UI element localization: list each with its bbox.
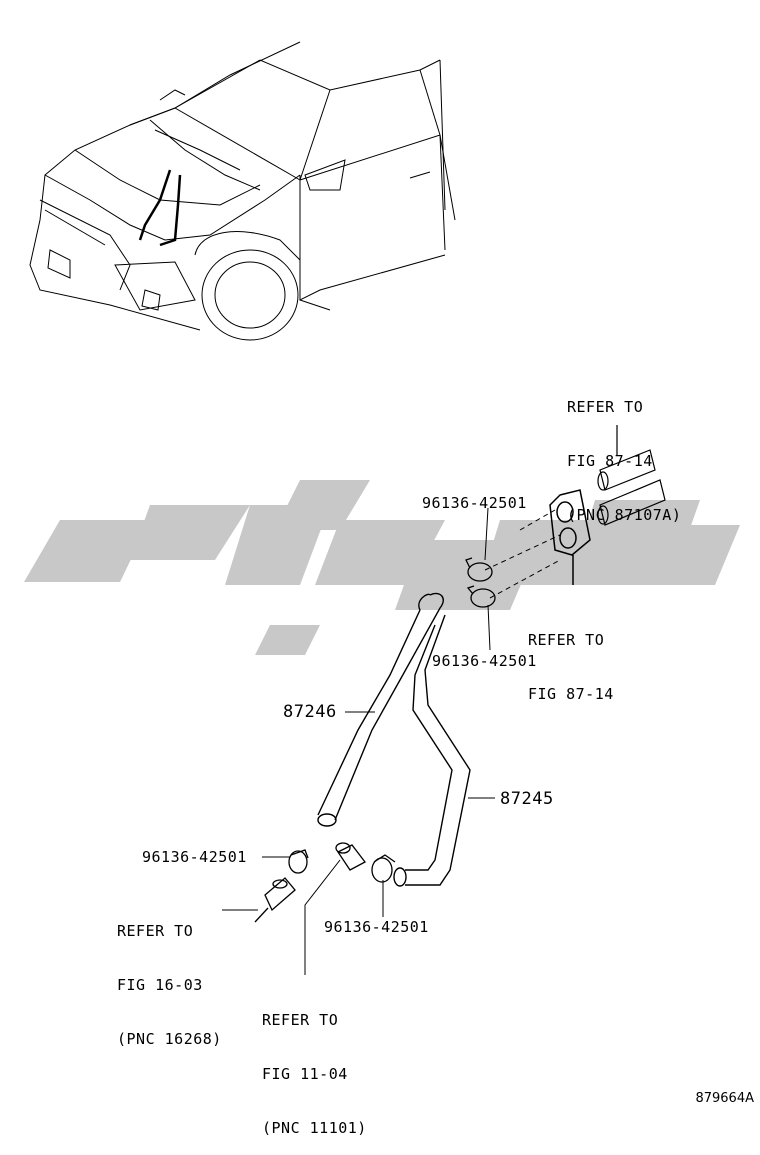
- label-line: FIG 11-04: [262, 1065, 348, 1083]
- label-line: (PNC 11101): [262, 1119, 367, 1137]
- refer-to-bottom: REFER TO FIG 11-04 (PNC 11101): [262, 975, 367, 1155]
- refer-to-grommet: REFER TO FIG 87-14: [528, 595, 614, 721]
- grommet: [549, 489, 591, 585]
- clamp-upper: [465, 557, 496, 608]
- label-line: FIG 87-14: [567, 452, 653, 470]
- hose-location-marks: [138, 169, 182, 247]
- label-line: FIG 16-03: [117, 976, 203, 994]
- hose-87245: [393, 614, 471, 887]
- refer-to-left: REFER TO FIG 16-03 (PNC 16268): [117, 886, 222, 1066]
- label-line: FIG 87-14: [528, 685, 614, 703]
- diagram-code: 879664A: [695, 1091, 754, 1106]
- heater-pipes: [597, 425, 666, 526]
- label-line: REFER TO: [262, 1011, 339, 1029]
- leader-lines: [222, 507, 495, 975]
- part-label-clip-mid: 96136-42501: [432, 652, 537, 670]
- refer-to-top: REFER TO FIG 87-14 (PNC 87107A): [567, 362, 681, 542]
- car-illustration: [29, 41, 456, 341]
- part-label-87245: 87245: [500, 789, 554, 809]
- label-line: (PNC 87107A): [567, 506, 682, 524]
- hose-87246: [317, 592, 444, 827]
- label-line: (PNC 16268): [117, 1030, 222, 1048]
- watermark-logo: [24, 480, 740, 655]
- part-label-clip-left: 96136-42501: [142, 848, 247, 866]
- parts-diagram: [24, 41, 740, 975]
- label-line: REFER TO: [528, 631, 605, 649]
- part-label-87246: 87246: [283, 702, 337, 722]
- label-line: REFER TO: [117, 922, 194, 940]
- part-label-clip-right: 96136-42501: [324, 918, 429, 936]
- part-label-clip-upper: 96136-42501: [422, 494, 527, 512]
- lower-parts: [254, 842, 396, 923]
- dashed-guides: [484, 509, 561, 599]
- label-line: REFER TO: [567, 398, 644, 416]
